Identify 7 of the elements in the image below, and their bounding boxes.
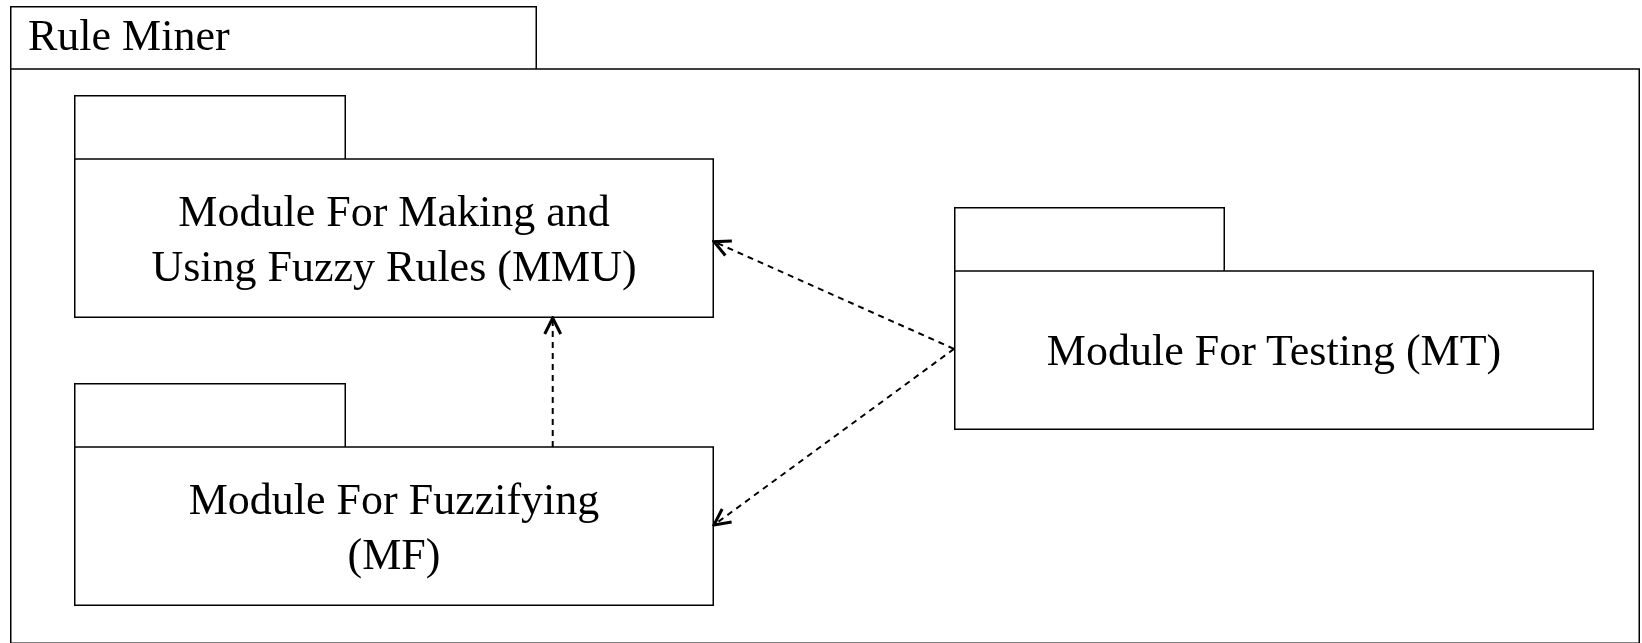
dependency-arrow bbox=[712, 347, 955, 527]
dependency-arrow bbox=[712, 239, 955, 350]
module-name: Module For Making and Using Fuzzy Rules (MMU) bbox=[150, 185, 638, 293]
module-name: Module For Testing (MT) bbox=[1046, 325, 1502, 377]
package-name: Rule Miner bbox=[28, 11, 230, 60]
dependency-arrow bbox=[543, 316, 563, 448]
module-name: Module For Fuzzifying (MF) bbox=[187, 473, 601, 581]
